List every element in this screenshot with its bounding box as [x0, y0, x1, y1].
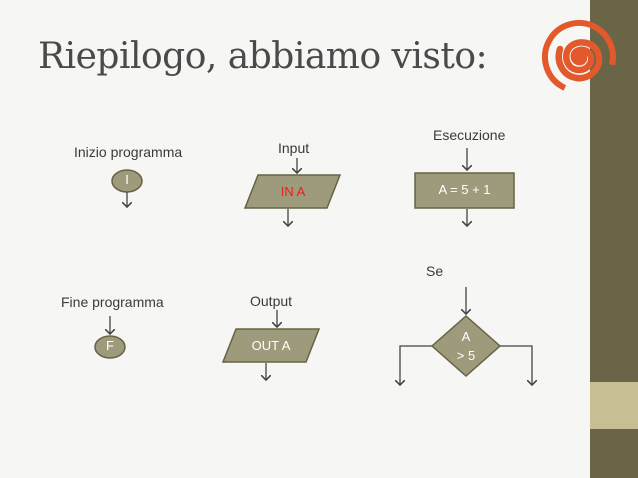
- decision-line2: > 5: [456, 348, 476, 363]
- output-label: Output: [250, 293, 293, 309]
- decision-branch-left: [400, 345, 432, 385]
- end-label: Fine programma: [61, 294, 164, 310]
- spiral-logo-icon: [542, 20, 616, 94]
- end-symbol-text: F: [106, 338, 114, 353]
- output-text: OUT A: [251, 338, 291, 353]
- input-parallelogram: [243, 174, 342, 209]
- decision-line1: A: [461, 329, 471, 344]
- input-text: IN A: [280, 184, 306, 199]
- start-label: Inizio programma: [74, 144, 183, 160]
- output-parallelogram: [221, 328, 321, 363]
- input-label: Input: [278, 140, 310, 156]
- decision-diamond: [430, 314, 502, 378]
- process-rectangle: [414, 172, 515, 209]
- start-symbol-text: I: [125, 172, 129, 187]
- decision-label: Se: [426, 263, 444, 279]
- process-text: A = 5 + 1: [438, 182, 491, 197]
- process-label: Esecuzione: [433, 127, 506, 143]
- end-terminal: [94, 335, 126, 359]
- decision-branch-right: [500, 345, 532, 385]
- sidebar-accent-band: [590, 382, 638, 429]
- slide-title: Riepilogo, abbiamo visto:: [38, 36, 488, 77]
